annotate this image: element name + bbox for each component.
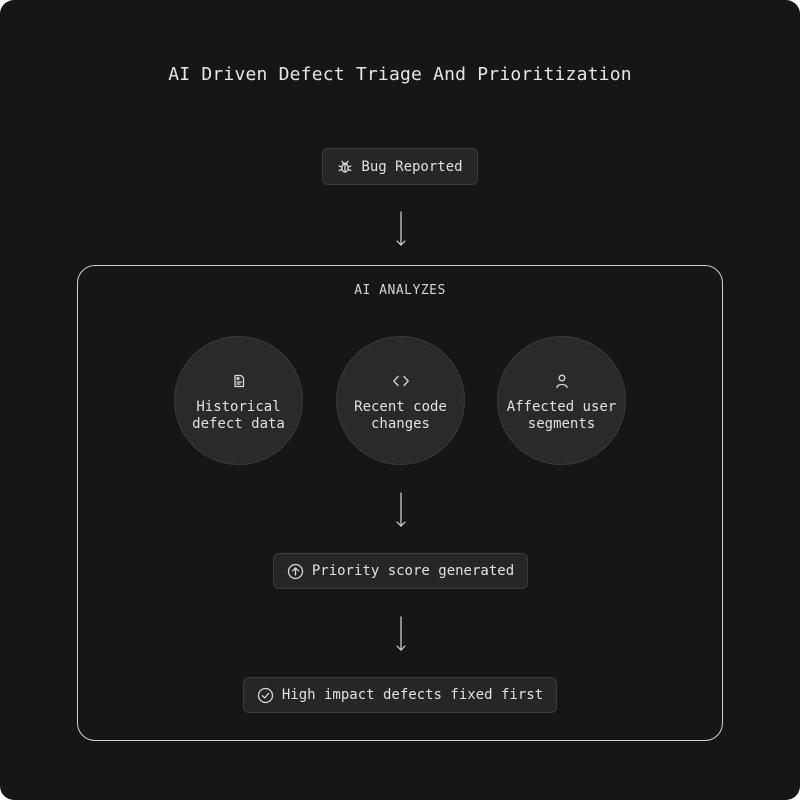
bug-reported-label: Bug Reported	[361, 158, 463, 175]
arrow-down-icon	[396, 616, 406, 651]
check-circle-icon	[257, 687, 274, 704]
diagram-title: AI Driven Defect Triage And Prioritizati…	[168, 64, 632, 85]
arrow-up-circle-icon	[287, 563, 304, 580]
priority-score-label: Priority score generated	[311, 563, 515, 579]
factor-historical-defect-data: Historical defect data	[174, 336, 303, 465]
document-icon	[231, 373, 247, 393]
high-impact-node: High impact defects fixed first	[243, 677, 557, 713]
code-icon	[392, 373, 410, 393]
factor-affected-user-segments: Affected user segments	[497, 336, 626, 465]
priority-score-node: Priority score generated	[273, 553, 528, 589]
bug-icon	[337, 159, 353, 175]
bug-reported-node: Bug Reported	[322, 148, 478, 185]
factor-label: Recent code changes	[354, 398, 447, 432]
ai-analyzes-panel	[77, 265, 723, 741]
factor-label: Historical defect data	[192, 398, 285, 432]
ai-analyzes-label: AI ANALYZES	[354, 283, 446, 298]
arrow-down-icon	[396, 211, 406, 246]
arrow-down-icon	[396, 492, 406, 527]
high-impact-label: High impact defects fixed first	[281, 687, 544, 703]
factor-recent-code-changes: Recent code changes	[336, 336, 465, 465]
factor-label: Affected user segments	[506, 398, 617, 432]
user-icon	[554, 373, 570, 393]
